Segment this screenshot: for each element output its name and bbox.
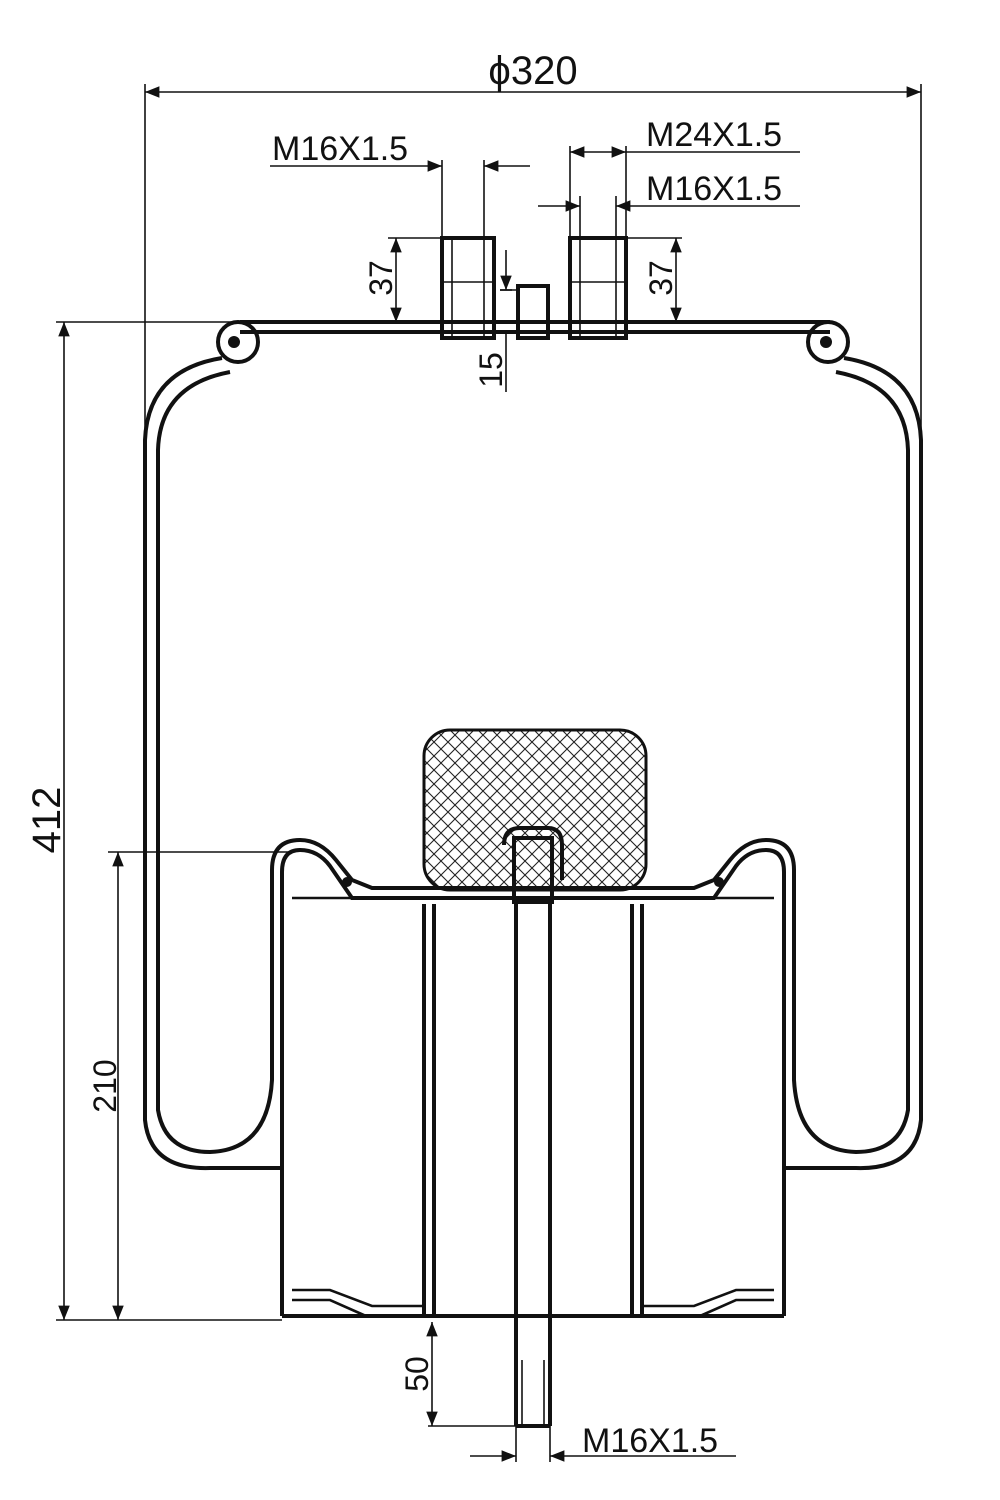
air-inlet-offset-dimension: 15 bbox=[473, 250, 512, 392]
bump-stop bbox=[422, 728, 648, 892]
overall-height-label: 412 bbox=[25, 787, 69, 854]
top-right-stud bbox=[568, 236, 628, 340]
piston bbox=[270, 837, 796, 1318]
overall-height-dimension: 412 bbox=[25, 321, 282, 1321]
top-bead-plate bbox=[216, 320, 850, 364]
top-air-fitting-thread-callout: M24X1.5 bbox=[569, 116, 800, 238]
top-right-thread-label: M16X1.5 bbox=[646, 170, 782, 208]
rubber-bellow bbox=[143, 356, 923, 1171]
piston-height-dimension: 210 bbox=[87, 851, 290, 1320]
top-right-thread-callout: M16X1.5 bbox=[538, 170, 800, 238]
air-inlet-offset-label: 15 bbox=[473, 352, 509, 388]
top-left-thread-callout: M16X1.5 bbox=[270, 130, 530, 238]
top-right-stud-height-dimension: 37 bbox=[626, 237, 682, 322]
top-left-stud bbox=[440, 236, 496, 340]
top-air-fitting-thread-label: M24X1.5 bbox=[646, 116, 782, 154]
piston-height-label: 210 bbox=[87, 1059, 123, 1112]
center-bolt bbox=[502, 826, 564, 1428]
top-left-stud-height-label: 37 bbox=[363, 260, 399, 296]
diameter-dimension: ϕ320 bbox=[144, 49, 922, 440]
top-left-stud-height-dimension: 37 bbox=[363, 237, 442, 322]
diameter-label: ϕ320 bbox=[488, 49, 577, 93]
bottom-thread-callout: M16X1.5 bbox=[470, 1422, 736, 1462]
top-right-stud-height-label: 37 bbox=[643, 260, 679, 296]
stud-length-dimension: 50 bbox=[399, 1322, 516, 1427]
bottom-thread-label: M16X1.5 bbox=[582, 1422, 718, 1460]
stud-length-label: 50 bbox=[399, 1356, 435, 1392]
top-left-thread-label: M16X1.5 bbox=[272, 130, 408, 168]
